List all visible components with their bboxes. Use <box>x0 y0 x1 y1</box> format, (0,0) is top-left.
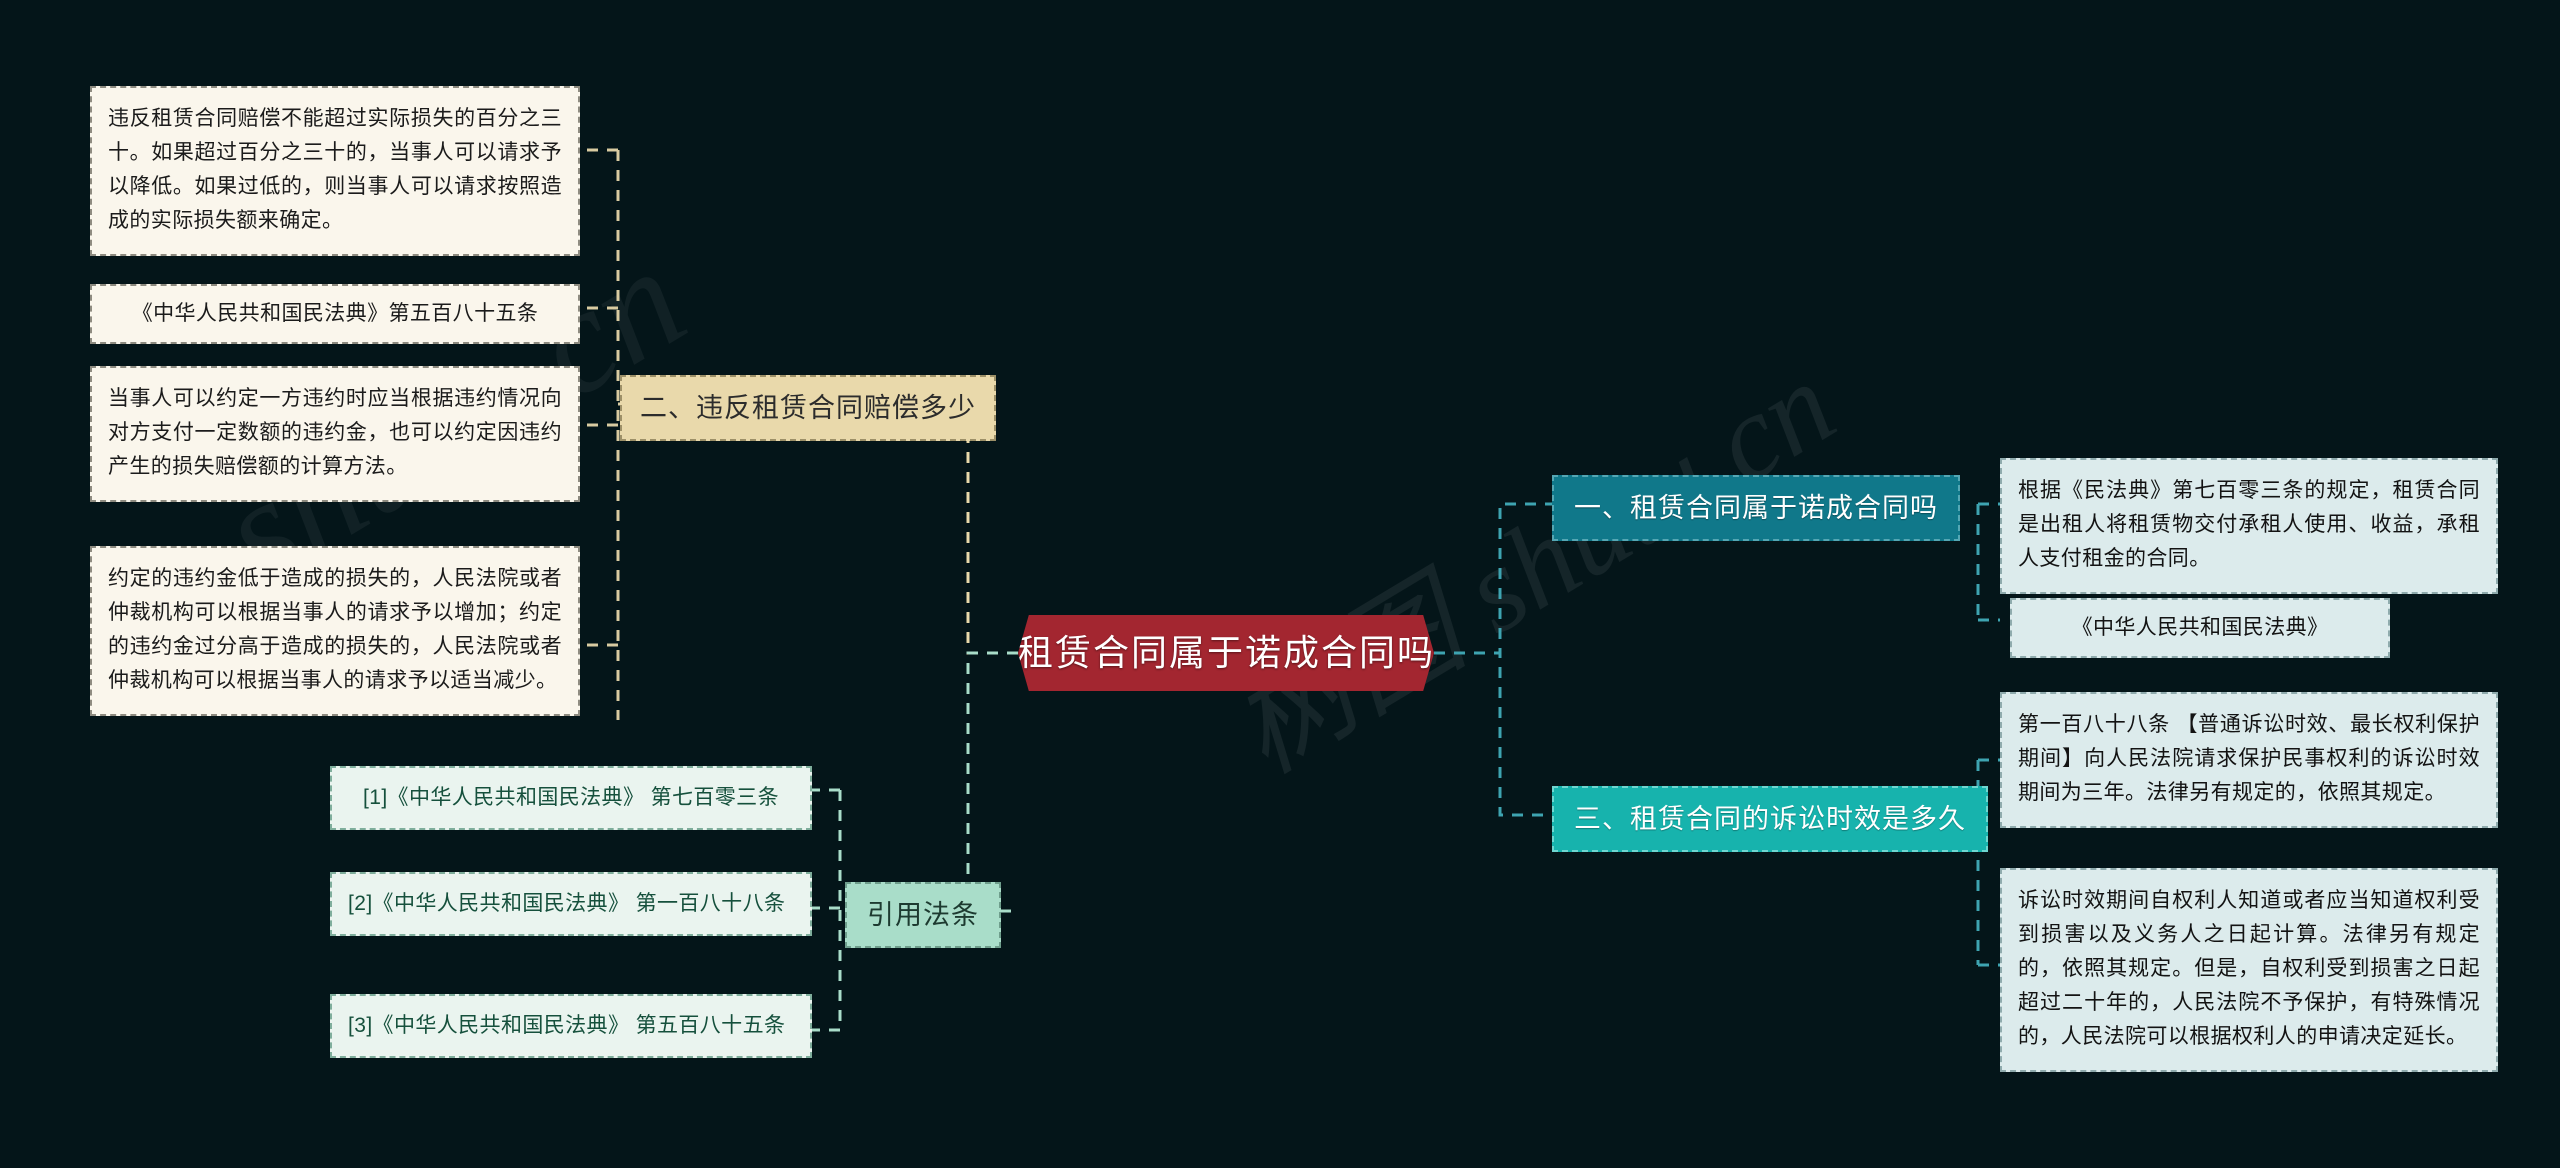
topic-limitation-period-label: 三、租赁合同的诉讼时效是多久 <box>1574 804 1966 834</box>
root-node[interactable]: 租赁合同属于诺成合同吗 <box>1018 615 1434 691</box>
topic-is-consensual-contract[interactable]: 一、租赁合同属于诺成合同吗 <box>1552 475 1960 542</box>
citation-item-1[interactable]: [1]《中华人民共和国民法典》 第七百零三条 <box>330 766 812 830</box>
citation-item-3[interactable]: [3]《中华人民共和国民法典》 第五百八十五条 <box>330 994 812 1058</box>
detail-card-penalty-agreement-text: 当事人可以约定一方违约时应当根据违约情况向对方支付一定数额的违约金，也可以约定因… <box>108 387 562 479</box>
topic-violation-compensation[interactable]: 二、违反租赁合同赔偿多少 <box>620 375 996 442</box>
citation-item-3-text: [3]《中华人民共和国民法典》 第五百八十五条 <box>348 1014 786 1037</box>
detail-card-article-585-ref[interactable]: 《中华人民共和国民法典》第五百八十五条 <box>90 284 580 344</box>
detail-card-civil-code-ref[interactable]: 《中华人民共和国民法典》 <box>2010 598 2390 658</box>
detail-card-limitation-start[interactable]: 诉讼时效期间自权利人知道或者应当知道权利受到损害以及义务人之日起计算。法律另有规… <box>2000 868 2498 1073</box>
detail-card-penalty-adjustment[interactable]: 约定的违约金低于造成的损失的，人民法院或者仲裁机构可以根据当事人的请求予以增加；… <box>90 546 580 717</box>
detail-card-compensation-limit-text: 违反租赁合同赔偿不能超过实际损失的百分之三十。如果超过百分之三十的，当事人可以请… <box>108 107 562 233</box>
topic-is-consensual-contract-label: 一、租赁合同属于诺成合同吗 <box>1574 493 1938 523</box>
detail-card-penalty-adjustment-text: 约定的违约金低于造成的损失的，人民法院或者仲裁机构可以根据当事人的请求予以增加；… <box>108 567 562 693</box>
topic-limitation-period[interactable]: 三、租赁合同的诉讼时效是多久 <box>1552 786 1988 853</box>
detail-card-penalty-agreement[interactable]: 当事人可以约定一方违约时应当根据违约情况向对方支付一定数额的违约金，也可以约定因… <box>90 366 580 503</box>
detail-card-article-188[interactable]: 第一百八十八条 【普通诉讼时效、最长权利保护期间】向人民法院请求保护民事权利的诉… <box>2000 692 2498 829</box>
detail-card-lease-definition-text: 根据《民法典》第七百零三条的规定，租赁合同是出租人将租赁物交付承租人使用、收益，… <box>2018 479 2480 571</box>
citation-item-2-text: [2]《中华人民共和国民法典》 第一百八十八条 <box>348 892 786 915</box>
detail-card-article-188-text: 第一百八十八条 【普通诉讼时效、最长权利保护期间】向人民法院请求保护民事权利的诉… <box>2018 713 2480 805</box>
detail-card-civil-code-ref-text: 《中华人民共和国民法典》 <box>2071 616 2329 639</box>
detail-card-compensation-limit[interactable]: 违反租赁合同赔偿不能超过实际损失的百分之三十。如果超过百分之三十的，当事人可以请… <box>90 86 580 257</box>
watermark-right: 树图 shutu.cn <box>1209 336 1856 798</box>
detail-card-limitation-start-text: 诉讼时效期间自权利人知道或者应当知道权利受到损害以及义务人之日起计算。法律另有规… <box>2018 889 2480 1049</box>
detail-card-article-585-ref-text: 《中华人民共和国民法典》第五百八十五条 <box>131 302 539 325</box>
citation-item-2[interactable]: [2]《中华人民共和国民法典》 第一百八十八条 <box>330 872 812 936</box>
topic-cited-laws-label: 引用法条 <box>867 900 979 930</box>
detail-card-lease-definition[interactable]: 根据《民法典》第七百零三条的规定，租赁合同是出租人将租赁物交付承租人使用、收益，… <box>2000 458 2498 595</box>
topic-cited-laws[interactable]: 引用法条 <box>845 882 1001 949</box>
root-label: 租赁合同属于诺成合同吗 <box>1017 632 1436 673</box>
topic-violation-compensation-label: 二、违反租赁合同赔偿多少 <box>640 393 976 423</box>
citation-item-1-text: [1]《中华人民共和国民法典》 第七百零三条 <box>363 786 779 809</box>
